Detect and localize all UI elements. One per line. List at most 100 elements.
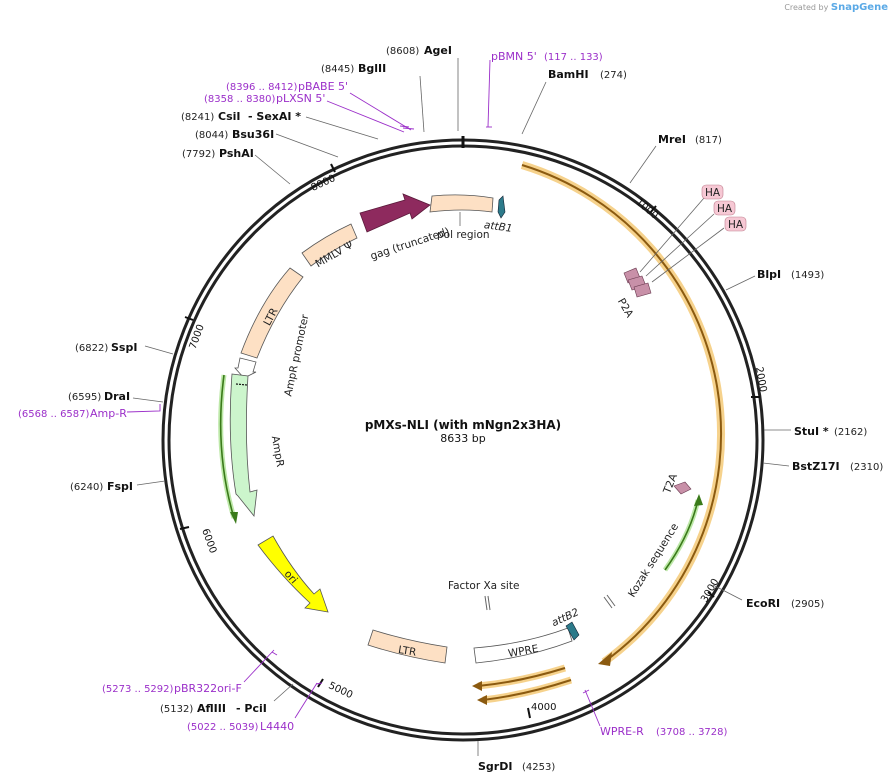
ampr-feature: AmpR	[229, 373, 286, 517]
ltr-left-feature: LTR	[240, 267, 304, 359]
attb1-label: attB1	[483, 219, 513, 235]
site-name-pcii: - PciI	[236, 702, 267, 715]
site-name-bamhi: BamHI	[548, 68, 589, 81]
primer-name-ampr: Amp-R	[90, 407, 127, 420]
site-name-mrei: MreI	[658, 133, 686, 146]
pol-feature: pol region	[429, 194, 494, 241]
primer-range-l4440: (5022 .. 5039)	[187, 722, 259, 733]
site-name-sspi: SspI	[111, 341, 137, 354]
primer-range-plxsn: (8358 .. 8380)	[204, 94, 276, 105]
factor-xa-label: Factor Xa site	[448, 580, 519, 592]
plasmid-length: 8633 bp	[440, 432, 485, 445]
tick-label-2000: 2000	[753, 366, 768, 393]
site-name-pshai: PshAI	[219, 147, 254, 160]
site-name-fspi: FspI	[107, 480, 133, 493]
site-pos-bamhi: (274)	[600, 70, 627, 81]
tick-label-5000: 5000	[327, 680, 355, 701]
site-name-blpi: BlpI	[757, 268, 781, 281]
tick-label-8000: 8000	[310, 173, 338, 194]
primer-name-plxsn: pLXSN 5'	[276, 92, 325, 105]
site-name-afliii: AflIII	[197, 702, 226, 715]
site-name-stui: StuI *	[794, 425, 829, 438]
site-name-sexai: - SexAI *	[248, 110, 301, 123]
orf-arrow-left	[218, 374, 238, 524]
primer-range-pbabe: (8396 .. 8412)	[226, 82, 298, 93]
primer-range-pbr322: (5273 .. 5292)	[102, 684, 174, 695]
site-leaders	[132, 58, 791, 756]
ampr-promoter-label: AmpR promoter	[282, 313, 311, 398]
primer-range-ampr: (6568 .. 6587)	[18, 409, 90, 420]
mmlv-feature: MMLV Ψ	[301, 223, 358, 270]
site-pos-bstz17i: (2310)	[850, 462, 883, 473]
tick-mark-8000	[330, 163, 336, 173]
ltr-bottom-feature: LTR	[367, 629, 448, 664]
primer-name-wprer: WPRE-R	[600, 725, 644, 738]
primer-name-l4440: L4440	[260, 720, 294, 733]
ampr-label: AmpR	[269, 435, 286, 468]
tick-label-4000: 4000	[531, 702, 556, 713]
attb2-label: attB2	[550, 606, 581, 629]
site-pos-stui: (2162)	[834, 427, 867, 438]
tick-mark-3000	[707, 591, 715, 598]
ha-box-3	[724, 216, 747, 232]
primer-name-pbabe: pBABE 5'	[298, 80, 348, 93]
site-pos-mrei: (817)	[695, 135, 722, 146]
ha-label-1: HA	[705, 187, 721, 199]
ori-feature: ori	[257, 535, 329, 613]
t2a-feature: T2A	[661, 471, 692, 496]
site-name-drai: DraI	[104, 390, 130, 403]
restriction-sites: (8608) AgeI (8445) BglII BamHI (274) Mre…	[68, 44, 883, 773]
brand-name: SnapGene	[830, 2, 888, 13]
site-name-bglii: BglII	[358, 62, 386, 75]
p2a-feature: P2A	[615, 267, 652, 320]
tick-mark-6000	[179, 526, 190, 530]
site-name-bstz17i: BstZ17I	[792, 460, 840, 473]
tick-label-6000: 6000	[199, 527, 218, 555]
site-pos-bglii: (8445)	[321, 64, 354, 75]
brand-watermark: Created by SnapGene	[784, 2, 888, 13]
p2a-label: P2A	[615, 296, 636, 320]
primer-name-pbmn: pBMN 5'	[491, 50, 537, 63]
primers: pBMN 5' (117 .. 133) (8396 .. 8412) pBAB…	[18, 50, 728, 738]
site-name-sgrdi: SgrDI	[478, 760, 512, 773]
site-pos-fspi: (6240)	[70, 482, 103, 493]
site-pos-drai: (6595)	[68, 392, 101, 403]
ltr-bottom-label: LTR	[397, 644, 417, 659]
attb1-feature: attB1	[483, 195, 513, 235]
site-name-csii: CsiI	[218, 110, 240, 123]
pol-label: pol region	[437, 229, 490, 241]
site-name-agei: AgeI	[424, 44, 452, 57]
site-name-bsu36i: Bsu36I	[232, 128, 274, 141]
ha-tags: HA HA HA	[639, 184, 747, 283]
site-name-ecori: EcoRI	[746, 597, 780, 610]
site-pos-blpi: (1493)	[791, 270, 824, 281]
insert-arc	[520, 161, 726, 666]
site-pos-afliii: (5132)	[160, 704, 193, 715]
site-pos-pshai: (7792)	[182, 149, 215, 160]
site-pos-ecori: (2905)	[791, 599, 824, 610]
wpre-label: WPRE	[507, 643, 539, 660]
tick-mark-4000	[527, 707, 531, 719]
primer-leaders	[126, 59, 601, 727]
wpre-feature: WPRE	[473, 627, 573, 664]
ha-box-1	[701, 184, 724, 200]
site-pos-bsu36i: (8044)	[195, 130, 228, 141]
site-pos-sspi: (6822)	[75, 343, 108, 354]
ha-label-3: HA	[728, 219, 744, 231]
primer-name-pbr322: pBR322ori-F	[174, 682, 242, 695]
primer-range-wprer: (3708 .. 3728)	[656, 727, 728, 738]
tick-label-1000: 1000	[633, 197, 660, 222]
bottom-arrows	[472, 664, 573, 705]
ha-box-2	[713, 200, 736, 216]
factor-xa-feature: Factor Xa site	[448, 580, 519, 611]
tick-mark-7000	[184, 316, 194, 321]
site-pos-csii: (8241)	[181, 112, 214, 123]
plasmid-name: pMXs-NLI (with mNgn2x3HA)	[365, 418, 561, 432]
site-pos-sgrdi: (4253)	[522, 762, 555, 773]
ha-label-2: HA	[717, 203, 733, 215]
site-pos-agei: (8608)	[386, 46, 419, 57]
t2a-label: T2A	[661, 471, 680, 496]
primer-range-pbmn: (117 .. 133)	[544, 52, 603, 63]
tick-mark-1000	[649, 205, 657, 214]
